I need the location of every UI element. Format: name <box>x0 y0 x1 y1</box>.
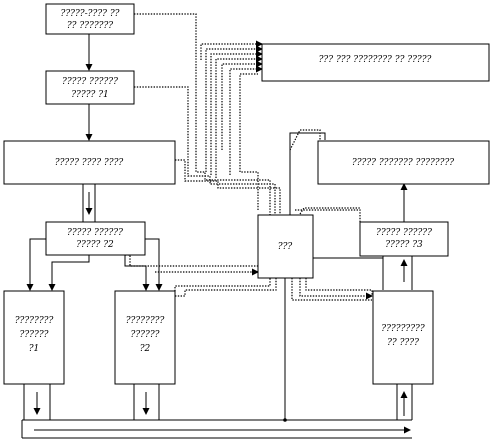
box-col2-line-2: ?????? <box>131 330 160 340</box>
box-right-tall: ????????? ?? ???? <box>372 290 434 385</box>
connectors <box>21 13 413 439</box>
box-mid-right: ????? ??????? ???????? <box>317 140 490 185</box>
box-top-right: ??? ??? ???????? ?? ????? <box>261 43 490 82</box>
box-col2: ???????? ?????? ?2 <box>114 290 176 385</box>
box-col1-line-3: ?1 <box>29 344 40 354</box>
box-n1: ????? ?????? ????? ?1 <box>45 70 135 105</box>
box-top-left: ?????-???? ?? ?? ??????? <box>45 3 135 35</box>
box-col1-line-2: ?????? <box>20 330 49 340</box>
box-n3: ????? ?????? ????? ?3 <box>359 221 449 257</box>
box-wide-left-label: ????? ???? ???? <box>55 158 124 168</box>
box-col2-line-3: ?2 <box>140 344 151 354</box>
box-n3-line-2: ????? ?3 <box>385 240 423 250</box>
box-top-left-line-2: ?? ??????? <box>67 21 113 31</box>
box-center-label: ??? <box>278 242 293 252</box>
box-right-tall-line-1: ????????? <box>381 324 425 334</box>
box-n2-line-2: ????? ?2 <box>76 240 114 250</box>
box-top-left-line-1: ?????-???? ?? <box>61 9 120 19</box>
box-n1-line-2: ????? ?1 <box>71 90 109 100</box>
box-col1-line-1: ???????? <box>15 316 54 326</box>
box-top-right-label: ??? ??? ???????? ?? ????? <box>319 55 432 65</box>
box-n2-line-1: ????? ?????? <box>67 228 123 238</box>
box-mid-right-label: ????? ??????? ???????? <box>352 158 454 168</box>
box-right-tall-line-2: ?? ???? <box>387 338 419 348</box>
box-n1-line-1: ????? ?????? <box>62 77 118 87</box>
box-n3-line-1: ????? ?????? <box>376 228 432 238</box>
box-n2: ????? ?????? ????? ?2 <box>45 221 146 256</box>
box-wide-left: ????? ???? ???? <box>3 140 176 185</box>
box-col2-line-1: ???????? <box>126 316 165 326</box>
box-center: ??? <box>257 214 314 279</box>
box-col1: ???????? ?????? ?1 <box>3 290 65 385</box>
